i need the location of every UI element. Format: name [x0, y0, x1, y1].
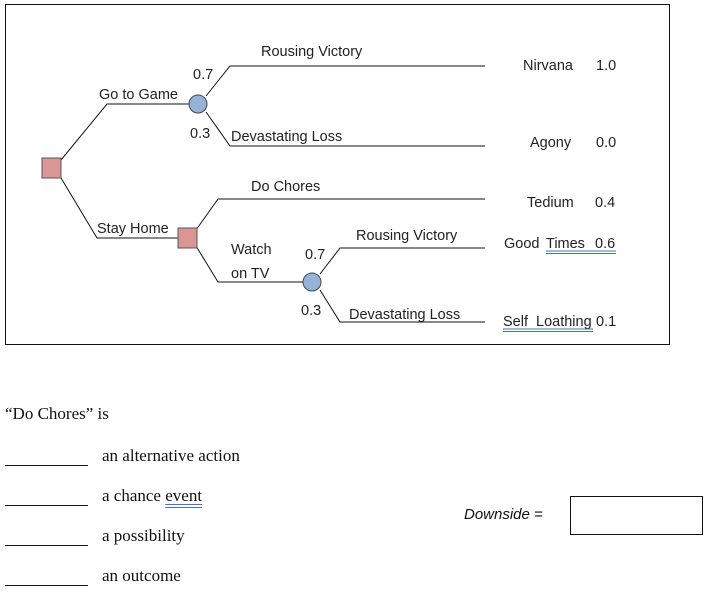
outcome-self-loathing-name-2: Loathing: [536, 314, 592, 330]
outcome-nirvana-name: Nirvana: [523, 58, 574, 74]
label-go-to-game: Go to Game: [99, 87, 178, 103]
branch-line-rousing-victory-1: [205, 65, 485, 97]
option-chance-event-word: event: [165, 486, 203, 505]
option-chance-event: a chance event: [102, 486, 202, 506]
outcome-self-loathing-name: Self: [503, 314, 529, 330]
question-prompt: “Do Chores” is: [5, 404, 109, 423]
outcome-tedium-name: Tedium: [527, 195, 574, 211]
chance-node-game: [188, 94, 208, 114]
option-possibility: a possibility: [102, 526, 185, 545]
branch-line-rousing-victory-2: [319, 247, 485, 275]
outcome-agony-value: 0.0: [596, 135, 616, 151]
label-stay-home: Stay Home: [97, 221, 169, 237]
label-rousing-victory-1: Rousing Victory: [261, 44, 363, 60]
outcome-good-times-name: Good: [504, 236, 539, 252]
label-rousing-victory-2: Rousing Victory: [356, 228, 458, 244]
label-on-tv: on TV: [231, 266, 270, 282]
option-outcome: an outcome: [102, 566, 181, 585]
decision-tree-diagram: Go to Game Stay Home Rousing Victory Dev…: [5, 4, 670, 345]
branch-line-devastating-loss-1: [205, 111, 485, 147]
prob-tv-victory: 0.7: [305, 247, 325, 263]
outcome-agony-name: Agony: [530, 135, 572, 151]
prob-game-victory: 0.7: [193, 67, 213, 83]
outcome-tedium-value: 0.4: [595, 195, 615, 211]
grammar-underline-good-times: [546, 250, 616, 254]
branch-line-devastating-loss-2: [319, 289, 485, 323]
outcome-good-times-value: 0.6: [595, 236, 615, 252]
label-devastating-loss-1: Devastating Loss: [231, 129, 342, 145]
label-watch: Watch: [231, 242, 272, 258]
outcome-self-loathing-value: 0.1: [596, 314, 616, 330]
branch-line-watch-tv: [195, 245, 303, 283]
answer-blank-3[interactable]: [5, 545, 88, 546]
grammar-underline-self-loathing: [503, 328, 593, 332]
prob-game-loss: 0.3: [190, 126, 210, 142]
prob-tv-loss: 0.3: [301, 303, 321, 319]
answer-blank-4[interactable]: [5, 585, 88, 586]
decision-node-stay-home: [177, 227, 198, 249]
downside-label: Downside =: [464, 506, 543, 523]
downside-answer-box[interactable]: [570, 496, 703, 535]
option-chance-text: a chance: [102, 486, 161, 505]
option-alternative-action: an alternative action: [102, 446, 240, 465]
branch-line-do-chores: [195, 198, 485, 231]
label-devastating-loss-2: Devastating Loss: [349, 307, 460, 323]
branch-line-stay-home: [60, 177, 180, 239]
chance-node-tv: [302, 272, 322, 292]
outcome-good-times-name-2: Times: [546, 236, 585, 252]
diagram-frame: [5, 4, 670, 345]
branch-line-go-to-game: [60, 103, 190, 161]
decision-node-root: [41, 157, 62, 179]
answer-blank-1[interactable]: [5, 465, 88, 466]
answer-blank-2[interactable]: [5, 505, 88, 506]
outcome-nirvana-value: 1.0: [596, 58, 616, 74]
label-do-chores: Do Chores: [251, 179, 320, 195]
